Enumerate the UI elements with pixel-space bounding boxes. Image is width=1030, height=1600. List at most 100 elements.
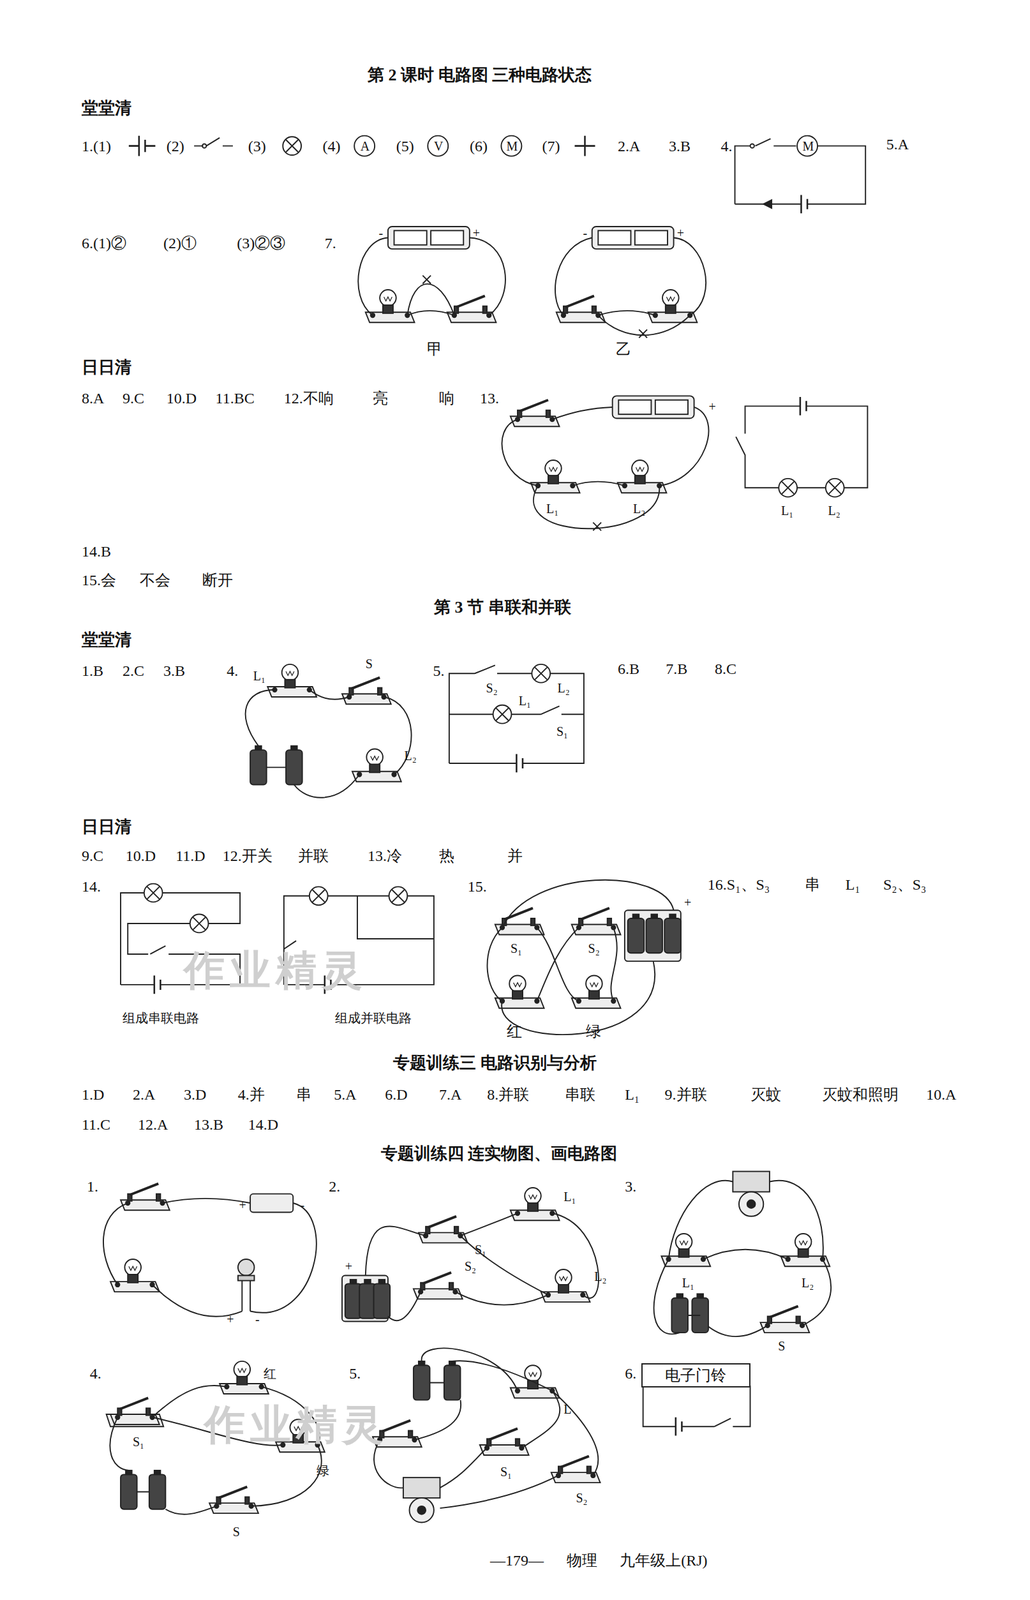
circuit-t4-1 — [103, 1183, 317, 1317]
answer-text: 6.B — [617, 660, 640, 678]
answer-text: 串联 — [564, 1086, 596, 1103]
answer-text: 不会 — [139, 571, 171, 589]
answer-text: 3.B — [163, 662, 186, 680]
answer-text: 九年级上(RJ) — [619, 1552, 708, 1569]
answer-text: 9.C — [81, 847, 104, 865]
answer-text: 6.D — [384, 1086, 408, 1103]
answer-text: 热 — [439, 847, 455, 865]
answer-text: (3)②③ — [236, 234, 286, 252]
answer-text: 1.D — [81, 1086, 105, 1103]
diagram-label: L₁ — [253, 668, 266, 683]
answer-text: 5. — [432, 662, 445, 680]
answer-text: 1.B — [81, 662, 104, 680]
answer-text: 1.(1) — [81, 137, 112, 155]
device-box: 电子门铃 — [641, 1363, 751, 1388]
answer-text: 亮 — [372, 389, 389, 407]
answer-text: 9.C — [122, 389, 145, 407]
answer-text: 5.A — [333, 1086, 357, 1103]
diagram-label: L — [563, 1402, 572, 1417]
diagram-label: L₁ — [518, 693, 531, 708]
diagram-label: L₂ — [594, 1269, 607, 1284]
circuit-4 — [735, 135, 866, 214]
answer-text: 4. — [721, 137, 733, 155]
diagram-label: 组成串联电路 — [122, 1010, 200, 1025]
section-heading: 专题训练四 连实物图、画电路图 — [380, 1144, 618, 1164]
answer-text: 6.(1)② — [81, 234, 127, 252]
diagram-label: L₂ — [828, 503, 841, 518]
answer-text: 13.B — [194, 1115, 224, 1133]
answer-text: 灭蚊和照明 — [821, 1086, 899, 1103]
circuit-t4-2 — [342, 1187, 599, 1322]
circuit-t4-6 — [643, 1385, 751, 1436]
answer-text: (6) — [469, 137, 488, 155]
answer-text: 14. — [81, 878, 101, 895]
answer-text: 断开 — [202, 571, 233, 589]
circuit-15 — [487, 880, 681, 1035]
answer-text: S₂、S₃ — [883, 875, 926, 893]
answer-text: (3) — [248, 137, 267, 155]
circuit-3-4 — [245, 664, 412, 798]
circuit-14 — [120, 883, 434, 995]
answer-text: 灭蚊 — [750, 1086, 782, 1103]
answer-text: 4.并 — [238, 1086, 265, 1103]
diagram-label: L₁ — [546, 501, 559, 516]
diagram-label: S₁ — [474, 1242, 487, 1257]
watermark: 作业精灵 — [183, 947, 368, 993]
circuit-3-5 — [449, 664, 584, 773]
answer-text: 甲 — [426, 340, 443, 358]
answer-text: 串 — [804, 875, 821, 893]
diagram-label: L₁ — [682, 1275, 695, 1290]
symbol-row — [128, 135, 596, 157]
answer-text: 9.并联 — [664, 1086, 708, 1103]
section-heading: 第 3 节 串联和并联 — [433, 598, 572, 618]
diagram-label: S — [232, 1524, 240, 1539]
circuit-t4-5 — [372, 1347, 601, 1523]
diagram-label: S₂ — [464, 1259, 477, 1274]
answer-text: 绿 — [585, 1022, 602, 1040]
diagram-label: - — [583, 225, 588, 240]
answer-text: 8.并联 — [486, 1086, 530, 1103]
diagram-label: + — [472, 225, 480, 240]
diagram-label: 组成并联电路 — [335, 1010, 412, 1025]
circuit-7 — [358, 226, 706, 338]
diagram-label: V — [433, 139, 443, 154]
answer-text: 3.D — [183, 1086, 207, 1103]
diagram-label: S₂ — [486, 680, 498, 695]
diagram-label: L₂ — [801, 1275, 814, 1290]
answer-text: 12.开关 — [222, 847, 273, 865]
diagram-label: + — [345, 1259, 353, 1274]
answer-text: 10.D — [125, 847, 156, 865]
answer-text: 6. — [624, 1365, 637, 1382]
diagram-label: S₂ — [588, 941, 600, 956]
answer-text: 2.A — [132, 1086, 156, 1103]
answer-text: 13.冷 — [367, 847, 403, 865]
answer-text: —179— — [490, 1552, 544, 1569]
answer-text: 7. — [324, 234, 337, 252]
answer-text: 2.C — [122, 662, 145, 680]
section-heading: 堂堂清 — [81, 98, 132, 118]
answer-text: 3.B — [668, 137, 691, 155]
answer-text: 3. — [624, 1178, 637, 1195]
diagram-label: 绿 — [316, 1463, 330, 1478]
answer-text: 14.D — [248, 1115, 279, 1133]
answer-text: 8.A — [81, 389, 105, 407]
diagram-label: S₁ — [132, 1434, 145, 1449]
answer-text: 5.A — [886, 135, 909, 152]
answer-text: 并联 — [298, 847, 329, 865]
section-heading: 日日清 — [81, 818, 132, 837]
watermark: 作业精灵 — [204, 1402, 389, 1447]
diagram-label: S₁ — [510, 941, 523, 956]
answer-text: 物理 — [566, 1552, 598, 1569]
answer-text: (2) — [166, 137, 185, 155]
diagram-label: - — [379, 225, 384, 240]
answer-text: 15.会 — [81, 571, 117, 589]
answer-text: 15. — [467, 878, 487, 895]
diagram-label: M — [506, 139, 519, 154]
diagram-label: S — [365, 656, 373, 671]
answer-text: 4. — [226, 662, 239, 680]
diagram-label: S₁ — [556, 724, 568, 739]
diagram-label: A — [360, 139, 370, 154]
answer-text: 7.A — [439, 1086, 462, 1103]
answer-text: 5. — [349, 1365, 361, 1382]
